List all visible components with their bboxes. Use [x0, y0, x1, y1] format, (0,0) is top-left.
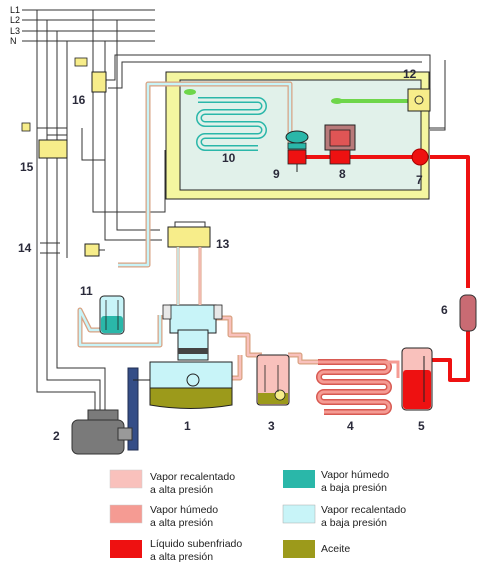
control-wiring — [36, 10, 446, 410]
legend-text-6a: Aceite — [321, 543, 350, 555]
label-evaporator: 10 — [222, 151, 236, 165]
line-label-l1: L1 — [10, 5, 20, 15]
relay — [84, 243, 100, 257]
legend-text-5a: Vapor recalentado — [321, 504, 406, 516]
legend-text-3b: a alta presión — [150, 551, 213, 563]
expansion-valve — [285, 130, 309, 172]
legend-swatch-wet-low — [283, 470, 315, 488]
label-condenser: 4 — [347, 419, 354, 433]
legend-swatch-oil — [283, 540, 315, 558]
suction-line — [77, 81, 293, 348]
solenoid-valve — [324, 124, 356, 165]
line-label-l3: L3 — [10, 26, 20, 36]
legend-swatch-subcooled — [110, 540, 142, 558]
filter-dryer — [459, 294, 477, 332]
pressostat — [167, 226, 211, 305]
power-supply-lines — [22, 9, 155, 42]
liquid-separator — [99, 295, 125, 335]
label-liquid-separator: 11 — [80, 284, 93, 298]
legend-text-4a: Vapor húmedo — [321, 469, 389, 481]
label-contactor: 15 — [20, 160, 34, 174]
thermostat — [331, 88, 431, 112]
legend-swatch-superheated-low — [282, 504, 316, 524]
label-filter-dryer: 6 — [441, 303, 448, 317]
legend-swatch-wet-high — [109, 504, 143, 524]
legend-text-1b: a alta presión — [150, 484, 213, 496]
sight-glass — [411, 148, 429, 166]
label-oil-separator: 3 — [268, 419, 275, 433]
label-sight-glass: 7 — [416, 173, 423, 187]
legend-text-5b: a baja presión — [321, 517, 387, 529]
label-expansion-valve: 9 — [273, 167, 280, 181]
line-label-n: N — [10, 36, 17, 46]
legend-text-2b: a alta presión — [150, 517, 213, 529]
evaporator-bulb — [184, 89, 196, 95]
legend: Vapor recalentado a alta presión Vapor h… — [109, 469, 406, 563]
contactor — [21, 122, 68, 159]
label-relay: 14 — [18, 241, 32, 255]
thermal-relay — [74, 57, 107, 93]
label-solenoid-valve: 8 — [339, 167, 346, 181]
legend-swatch-superheated-high — [109, 469, 143, 489]
label-receiver: 5 — [418, 419, 425, 433]
legend-text-3a: Líquido subenfriado — [150, 538, 242, 550]
drive-belt — [127, 367, 150, 451]
legend-text-1a: Vapor recalentado — [150, 471, 235, 483]
label-thermal-relay: 16 — [72, 93, 86, 107]
label-pressostat: 13 — [216, 237, 230, 251]
receiver-tank — [401, 347, 433, 411]
label-motor: 2 — [53, 429, 60, 443]
legend-text-4b: a baja presión — [321, 482, 387, 494]
compressor — [149, 304, 233, 409]
line-label-l2: L2 — [10, 15, 20, 25]
condenser-coil — [316, 359, 400, 415]
evaporator-coil — [184, 89, 267, 151]
oil-separator — [256, 354, 290, 406]
label-thermostat: 12 — [403, 67, 417, 81]
electric-motor — [71, 409, 133, 455]
label-compressor: 1 — [184, 419, 191, 433]
legend-text-2a: Vapor húmedo — [150, 504, 218, 516]
